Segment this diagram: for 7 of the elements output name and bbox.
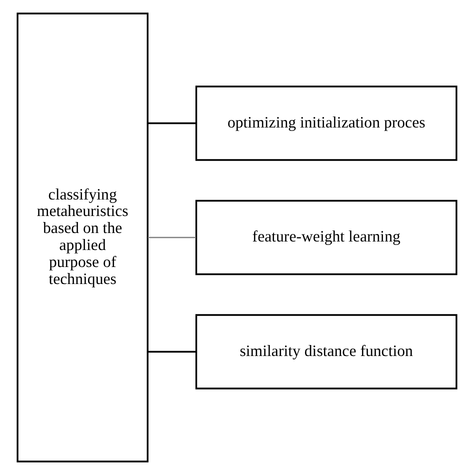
node-box: optimizing initialization proces bbox=[195, 85, 458, 160]
node-box: similarity distance function bbox=[195, 314, 458, 389]
connector bbox=[148, 122, 196, 124]
connector bbox=[148, 236, 196, 238]
node-box: feature-weight learning bbox=[195, 199, 458, 275]
connector bbox=[148, 350, 196, 352]
node-box: classifying metaheuristics based on the applied purpose of techniques bbox=[16, 12, 148, 462]
